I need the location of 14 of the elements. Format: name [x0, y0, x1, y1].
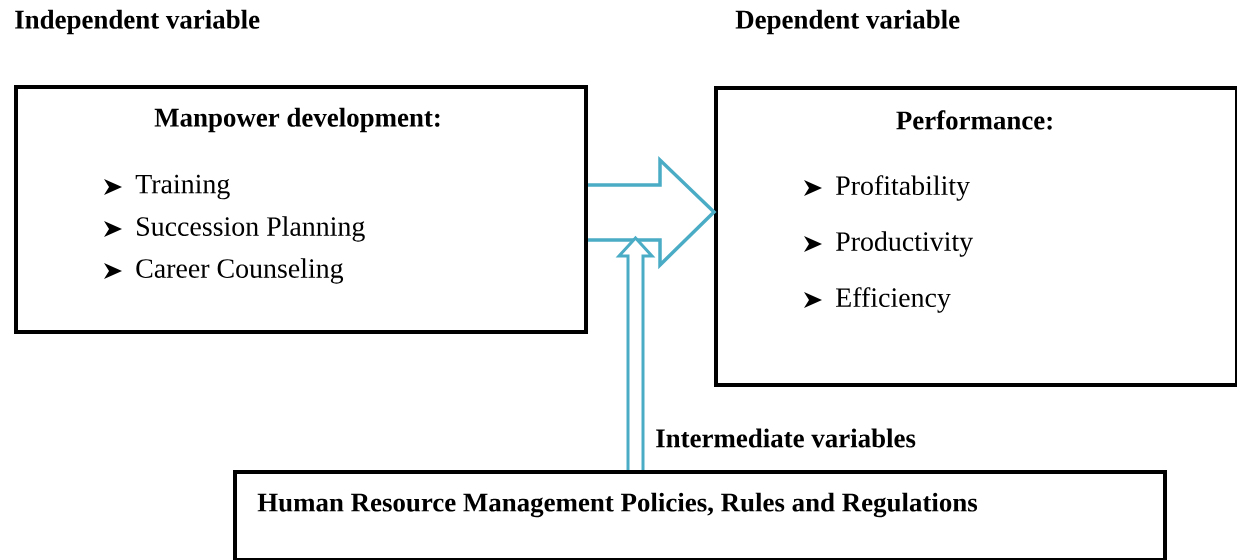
- arrow: [615, 235, 656, 472]
- heading: Dependent variable: [735, 9, 960, 35]
- heading: Manpower development:: [154, 107, 440, 133]
- list-item: Efficiency: [836, 287, 951, 313]
- arrow: [586, 155, 717, 270]
- list-item: Productivity: [836, 231, 974, 257]
- heading: Independent variable: [15, 9, 260, 35]
- list-item: Training: [135, 174, 230, 200]
- list-item: Profitability: [836, 175, 970, 201]
- heading: Performance:: [896, 110, 1052, 130]
- heading: Human Resource Management Policies, Rules and Regulations: [257, 492, 978, 518]
- list-item: Succession Planning: [137, 216, 365, 242]
- list-item: Career Counseling: [136, 258, 344, 284]
- heading: Intermediate variables: [656, 428, 916, 448]
